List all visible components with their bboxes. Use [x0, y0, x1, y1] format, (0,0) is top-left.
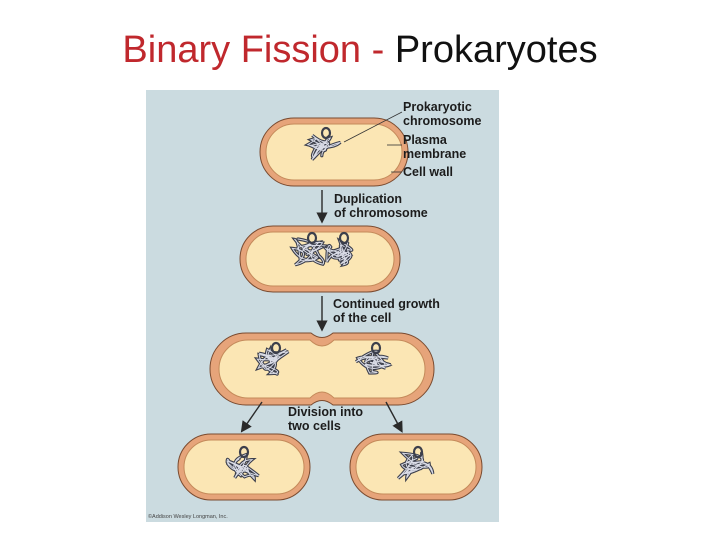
arrow-down-left-icon: [240, 401, 263, 433]
title-binary-fission: Binary Fission -: [122, 29, 385, 71]
label-line: Plasma: [403, 133, 447, 147]
cell-elongated: [209, 332, 435, 406]
label-cell-wall: Cell wall: [403, 165, 454, 179]
chromosome-icon: [320, 231, 354, 268]
slide-title: Binary Fission - Prokaryotes: [0, 26, 720, 74]
cell-original: [259, 117, 409, 187]
binary-fission-diagram: Prokaryotic chromosome Plasma membrane C…: [146, 90, 499, 522]
chromosome-icon: [355, 341, 393, 375]
step-growth-label: Continued growth of the cell: [333, 297, 440, 325]
step-line: Continued growth: [333, 297, 440, 311]
step-duplication-label: Duplication of chromosome: [334, 192, 428, 220]
copyright-credit: ©Addison Wesley Longman, Inc.: [148, 514, 228, 520]
label-prokaryotic-chromosome: Prokaryotic chromosome: [403, 100, 482, 128]
label-plasma-membrane: Plasma membrane: [403, 133, 466, 161]
diagram-drawing: [177, 111, 483, 501]
chromosome-strand-highlight: [226, 453, 259, 481]
step-division-label: Division into two cells: [288, 405, 363, 433]
chromosome-loop: [320, 126, 332, 140]
chromosome-strand-highlight: [256, 348, 289, 375]
chromosome-loop: [270, 341, 282, 355]
chromosome-icon: [225, 445, 260, 483]
chromosome-loop: [306, 231, 318, 245]
process-arrows: [240, 190, 403, 433]
chromosome-strand-highlight: [397, 452, 434, 480]
step-line: Duplication: [334, 192, 403, 206]
chromosome-icon: [289, 231, 331, 267]
arrow-down-right-icon: [385, 401, 403, 433]
chromosome-strand-highlight: [355, 350, 391, 374]
label-leader-lines: [343, 111, 403, 173]
step-line: of chromosome: [334, 206, 428, 220]
chromosome-strand-highlight: [324, 239, 353, 266]
chromosome-loop: [338, 231, 350, 245]
chromosome-icon: [303, 126, 342, 161]
label-line: chromosome: [403, 114, 482, 128]
chromosome-strand-highlight: [291, 238, 327, 266]
step-line: Division into: [288, 405, 363, 419]
chromosome-loop: [370, 341, 382, 355]
cell-duplicated-chromosome: [239, 225, 401, 293]
chromosome-strand-highlight: [306, 134, 341, 160]
title-prokaryotes: Prokaryotes: [394, 29, 598, 71]
chromosome-loop: [238, 445, 250, 459]
label-line: Prokaryotic: [403, 100, 472, 114]
chromosome-icon: [253, 341, 290, 376]
chromosome-icon: [396, 445, 435, 483]
chromosome-loop: [412, 445, 424, 459]
step-line: two cells: [288, 419, 341, 433]
step-line: of the cell: [333, 311, 392, 325]
label-line: membrane: [403, 147, 467, 161]
daughter-cell-left: [177, 433, 311, 501]
daughter-cell-right: [349, 433, 483, 501]
